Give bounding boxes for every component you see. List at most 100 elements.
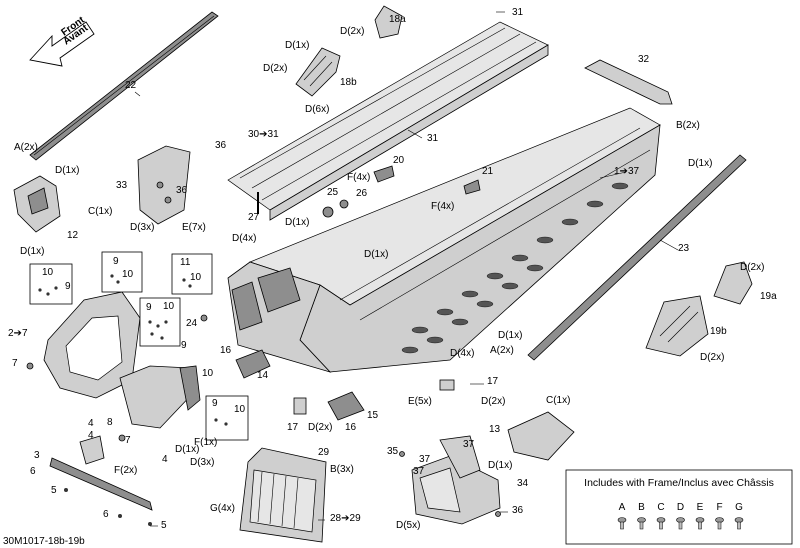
callout-label: 8 xyxy=(107,417,113,428)
callout-label: 14 xyxy=(257,370,269,381)
callout-label: 5 xyxy=(51,485,57,496)
callout-label: D(2x) xyxy=(308,422,332,433)
callout-label: D(3x) xyxy=(190,457,214,468)
callout-label: 37 xyxy=(463,439,475,450)
callout-label: 18b xyxy=(340,77,357,88)
callout-label: 4 xyxy=(88,418,94,429)
callout-label: 30➔31 xyxy=(248,129,279,140)
hardware-box-9-10-lower xyxy=(205,395,249,441)
callout-label: 35 xyxy=(387,446,399,457)
legend-letter: D xyxy=(677,502,684,513)
callout-label: 10 xyxy=(42,267,54,278)
callout-label: 17 xyxy=(487,376,499,387)
callout-label: 20 xyxy=(393,155,405,166)
part-20-clip xyxy=(373,165,395,183)
callout-label: 10 xyxy=(190,272,202,283)
callout-label: 9 xyxy=(212,398,218,409)
fastener-shank xyxy=(639,521,644,530)
callout-label: D(2x) xyxy=(740,262,764,273)
part-15-plate xyxy=(327,391,365,421)
callout-label: E(7x) xyxy=(182,222,206,233)
callout-label: 28➔29 xyxy=(330,513,361,524)
callout-label: 36 xyxy=(512,505,524,516)
callout-label: D(6x) xyxy=(305,104,329,115)
hardware-box-9-10-large xyxy=(139,297,181,347)
callout-label: 16 xyxy=(220,345,232,356)
callout-label: G(4x) xyxy=(210,503,235,514)
fastener-shank xyxy=(659,521,663,530)
part-25-clip xyxy=(322,206,334,218)
fastener-shank xyxy=(737,521,741,530)
callout-label: 6 xyxy=(103,509,109,520)
callout-label: A(2x) xyxy=(14,142,38,153)
part-18b-bracket xyxy=(295,47,341,97)
callout-label: 22 xyxy=(125,80,137,91)
callout-label: D(1x) xyxy=(364,249,388,260)
callout-label: 4 xyxy=(88,430,94,441)
callout-label: F(1x) xyxy=(194,437,217,448)
part-12-bracket xyxy=(13,175,61,233)
hardware-box-9-10 xyxy=(101,251,143,293)
legend-letter: E xyxy=(697,502,704,513)
callout-label: 19a xyxy=(760,291,777,302)
callout-label: 24 xyxy=(186,318,198,329)
part-2-front-frame xyxy=(43,291,201,429)
callout-label: D(1x) xyxy=(55,165,79,176)
callout-label: 31 xyxy=(512,7,524,18)
callout-label: 16 xyxy=(345,422,357,433)
part-3-rail xyxy=(49,457,153,511)
callout-label: B(3x) xyxy=(330,464,354,475)
legend-box: Includes with Frame/Inclus avec Châssis … xyxy=(565,469,793,545)
part-19a-bracket xyxy=(713,261,753,305)
hardware-box-11-10 xyxy=(171,253,213,295)
callout-label: 37 xyxy=(419,454,431,465)
callout-label: 31 xyxy=(427,133,439,144)
callout-label: D(2x) xyxy=(340,26,364,37)
callout-label: 4 xyxy=(162,454,168,465)
callout-label: D(1x) xyxy=(20,246,44,257)
callout-label: D(1x) xyxy=(688,158,712,169)
part-14-plate xyxy=(235,349,271,379)
callout-label: 25 xyxy=(327,187,339,198)
part-19b-bracket xyxy=(645,295,709,357)
callout-label: 33 xyxy=(116,180,128,191)
tunnel-cutouts xyxy=(401,182,629,354)
legend-letter: C xyxy=(657,502,664,513)
callout-label: D(1x) xyxy=(175,444,199,455)
callout-label: F(2x) xyxy=(114,465,137,476)
callout-label: 18a xyxy=(389,14,406,25)
callout-label: F(4x) xyxy=(431,201,454,212)
callout-label: D(1x) xyxy=(498,330,522,341)
callout-label: A(2x) xyxy=(490,345,514,356)
callout-label: 2➔7 xyxy=(8,328,28,339)
callout-label: 15 xyxy=(367,410,379,421)
callout-label: 19b xyxy=(710,326,727,337)
callout-label: 9 xyxy=(65,281,71,292)
callout-label: C(1x) xyxy=(88,206,112,217)
callout-label: 7 xyxy=(12,358,18,369)
callout-label: D(2x) xyxy=(263,63,287,74)
legend-letter: G xyxy=(735,502,743,513)
callout-label: D(1x) xyxy=(285,217,309,228)
callout-label: D(4x) xyxy=(232,233,256,244)
callout-label: 21 xyxy=(482,166,494,177)
part-17-bracket xyxy=(293,379,455,415)
part-34-rear-bracket xyxy=(411,435,501,525)
part-28-heat-exchanger xyxy=(239,447,327,543)
callout-label: 10 xyxy=(122,269,134,280)
legend-letter: A xyxy=(619,502,626,513)
callout-label: 10 xyxy=(202,368,214,379)
callout-label: 3 xyxy=(34,450,40,461)
legend-letter: F xyxy=(716,502,722,513)
leader-lines xyxy=(134,11,679,527)
callout-label: 10 xyxy=(163,301,175,312)
part-26-clip xyxy=(339,199,349,209)
callout-label: D(4x) xyxy=(450,348,474,359)
callout-label: 1➔37 xyxy=(614,166,640,177)
fasteners xyxy=(26,274,501,526)
legend-letter: B xyxy=(638,502,645,513)
part-1-tunnel xyxy=(227,107,661,373)
callout-label: 17 xyxy=(287,422,299,433)
callout-label: 12 xyxy=(67,230,79,241)
